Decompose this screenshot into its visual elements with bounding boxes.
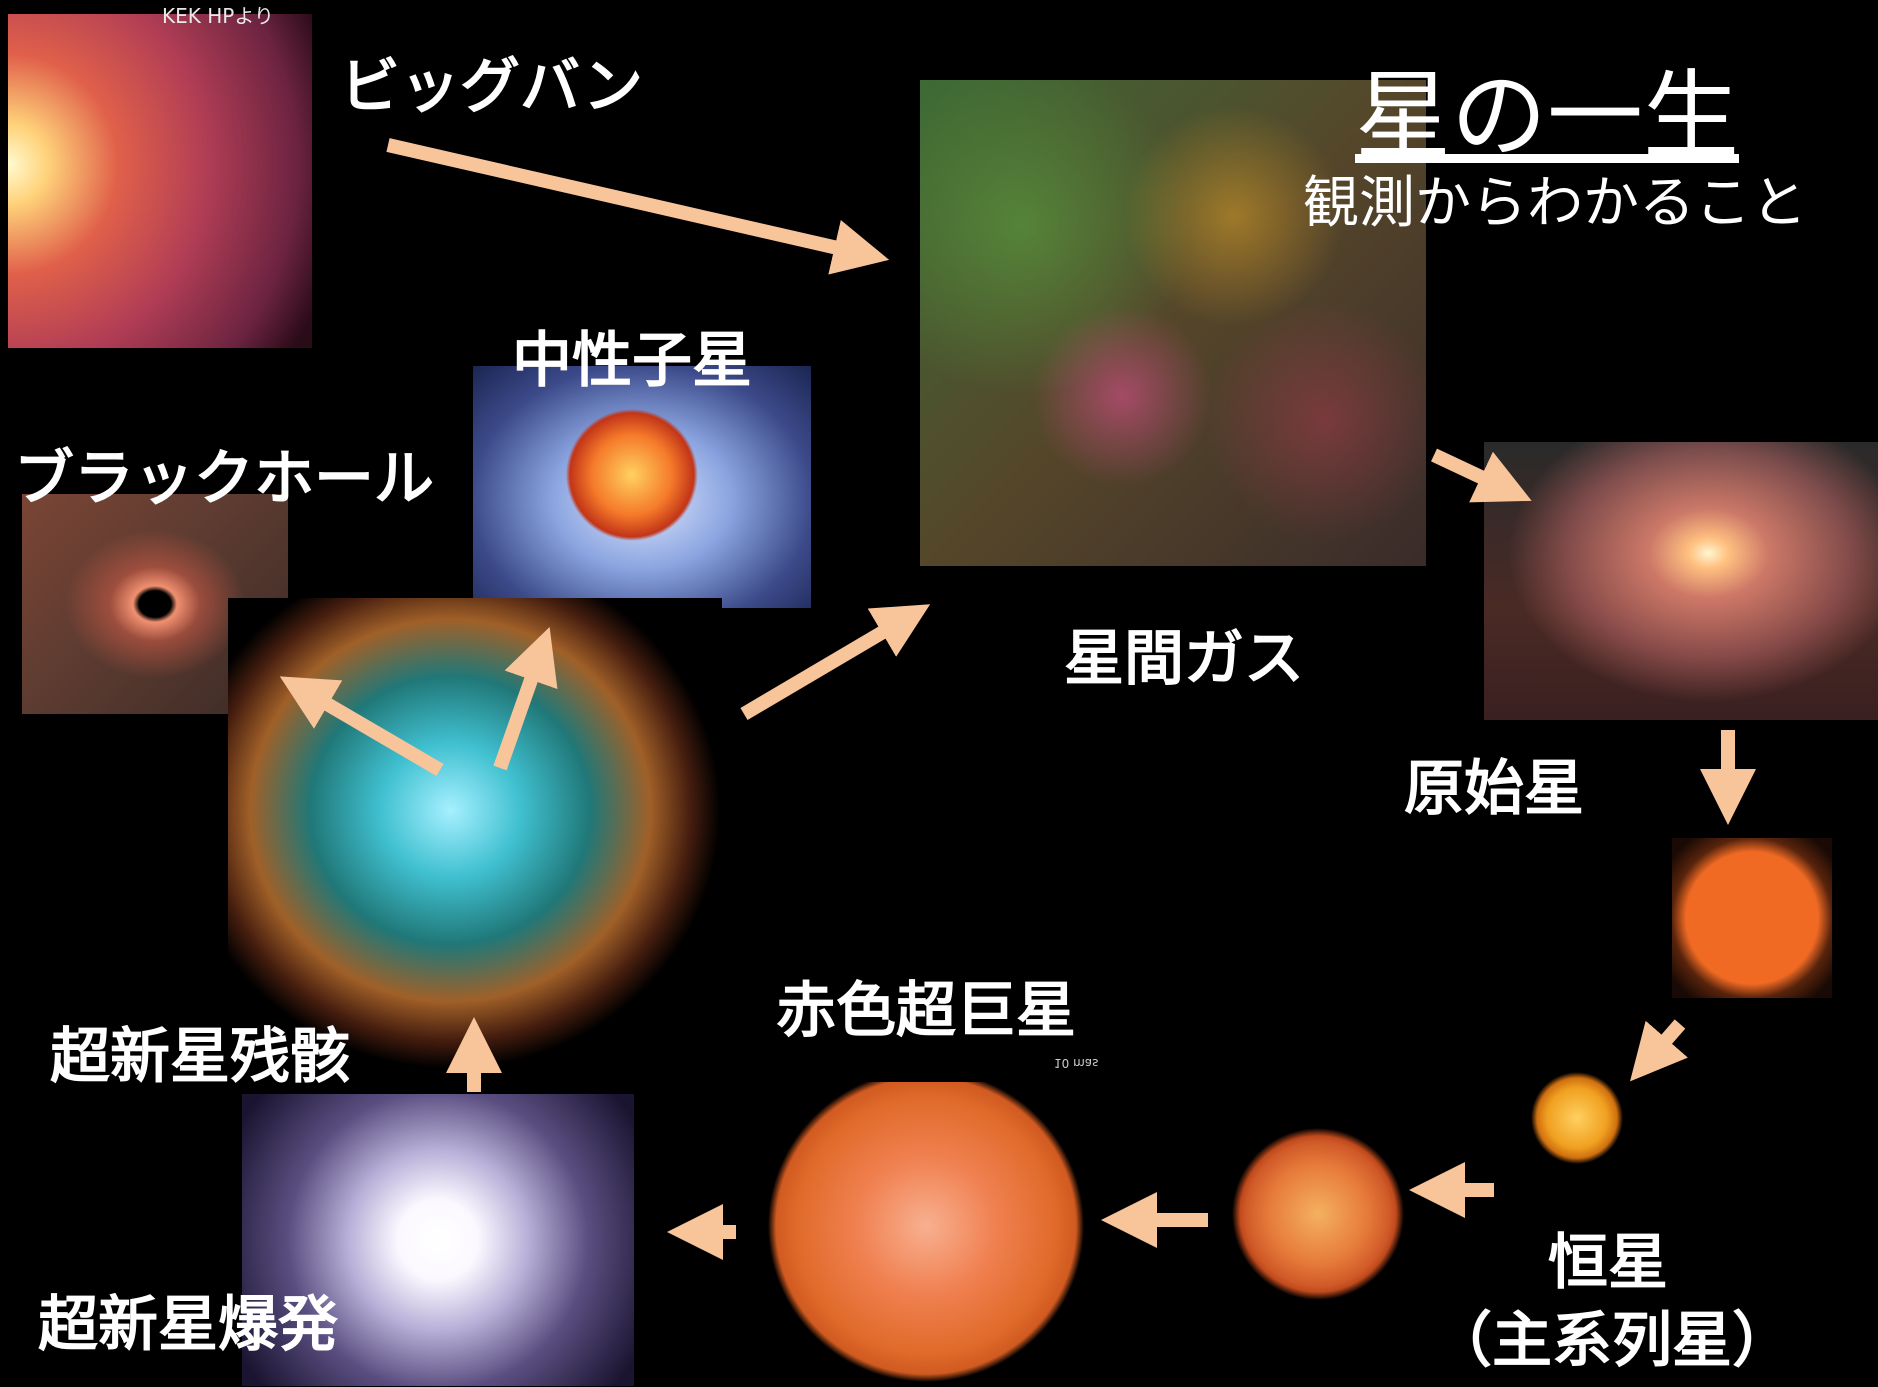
star-image	[1230, 1126, 1406, 1302]
label-black-hole: ブラックホール	[14, 444, 434, 514]
page-subtitle: 観測からわかること	[1303, 171, 1807, 236]
label-red-supergiant: 赤色超巨星	[776, 976, 1076, 1046]
protostar-image	[1484, 442, 1878, 720]
label-supernova-remnant: 超新星残骸	[50, 1022, 350, 1092]
arrow-to-black-hole	[279, 676, 444, 777]
label-big-bang: ビッグバン	[340, 52, 643, 122]
label-interstellar-gas: 星間ガス	[1064, 624, 1304, 694]
main-sequence-star-image	[1528, 1070, 1626, 1166]
arrow-to-neutron-star	[493, 626, 558, 771]
label-main-sequence: （主系列星）	[1432, 1306, 1792, 1376]
page-title: 星の一生	[1355, 60, 1739, 172]
label-star: 恒星	[1548, 1228, 1668, 1298]
label-supernova: 超新星爆発	[38, 1290, 338, 1360]
red-supergiant-image	[768, 1082, 1084, 1382]
supernova-image	[242, 1094, 634, 1386]
big-bang-image	[8, 14, 312, 348]
arrow-bigbang-to-gas	[386, 138, 890, 275]
interstellar-gas-image	[920, 80, 1426, 566]
arrow-gas-to-protostar	[1431, 448, 1532, 503]
young-star-image	[1672, 838, 1832, 998]
arrow-to-main-sequence	[1630, 1019, 1688, 1082]
neutron-star-image	[473, 366, 811, 608]
arrow-remnant-to-gas	[740, 604, 931, 721]
credit-text: KEK HPより	[162, 4, 274, 28]
label-protostar: 原始星	[1404, 754, 1584, 824]
label-neutron-star: 中性子星	[512, 326, 752, 396]
